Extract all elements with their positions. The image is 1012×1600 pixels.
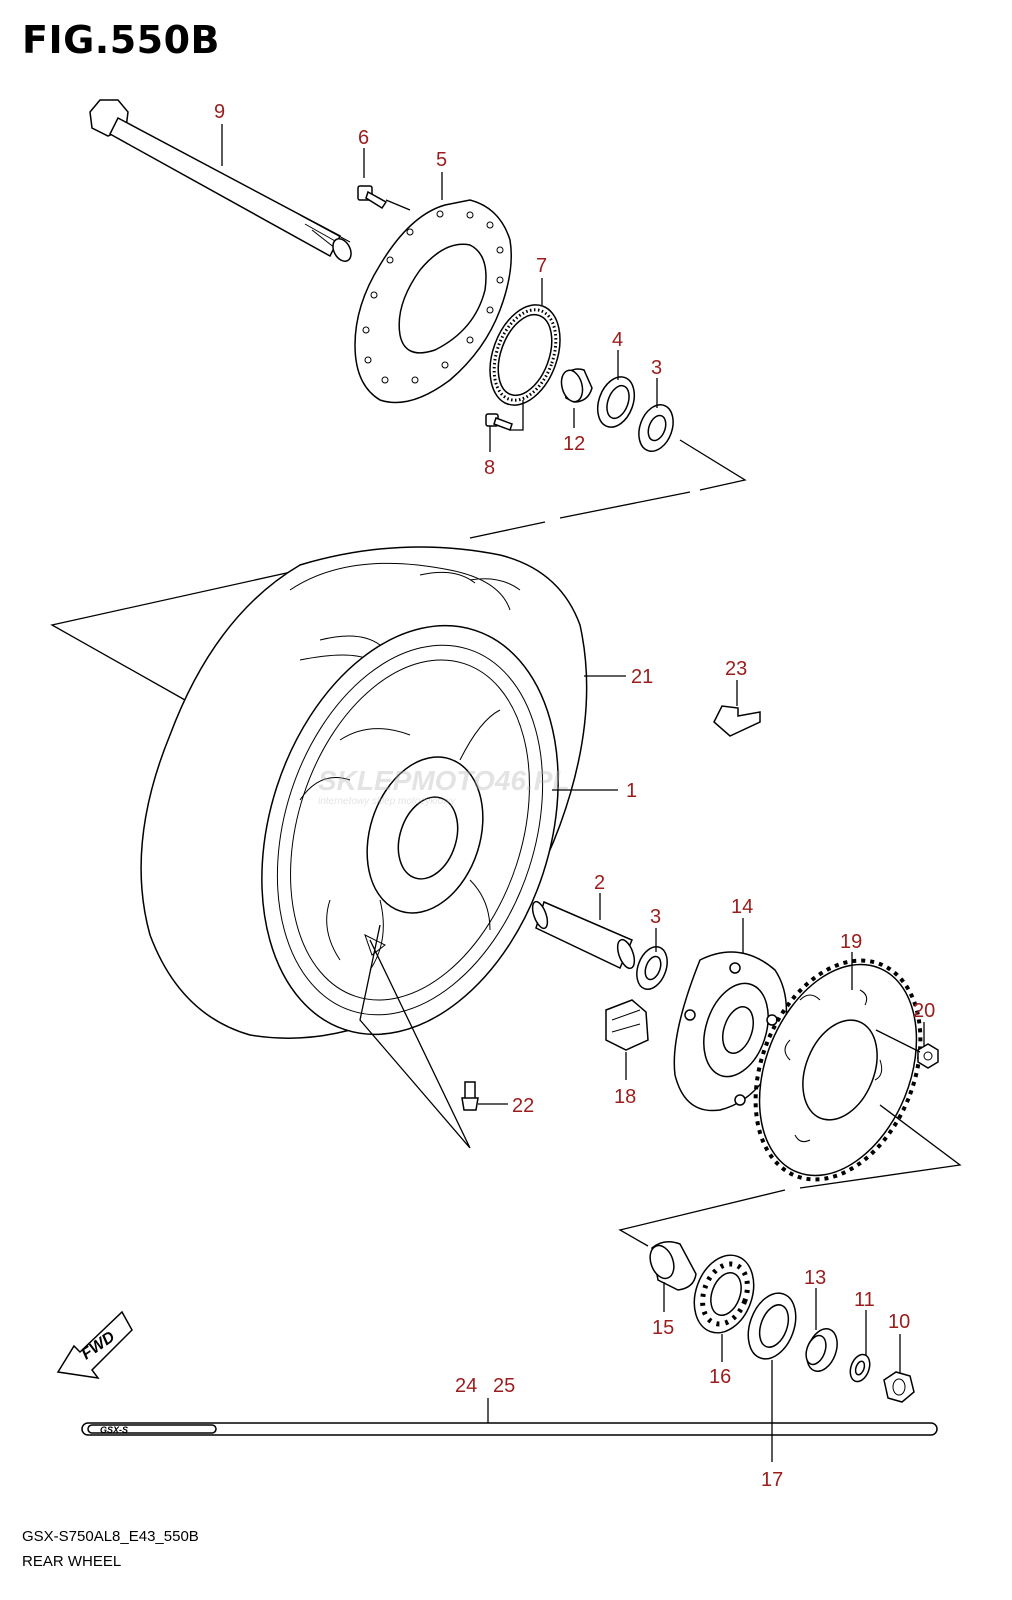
oil-seal[interactable] [591, 372, 641, 432]
callout-21[interactable]: 21 [631, 666, 653, 688]
leader-lines [221, 124, 925, 1462]
abs-sensor-ring[interactable] [477, 295, 573, 415]
wheel-damper[interactable] [605, 999, 649, 1051]
decal-text: GSX-S [100, 1425, 128, 1435]
watermark-main: SKLEPMOTO46.PL [318, 765, 570, 796]
callout-18[interactable]: 18 [614, 1086, 636, 1108]
watermark-tagline: internetowy sklep motocyklowy [318, 796, 456, 807]
watermark: SKLEPMOTO46.PL internetowy sklep motocyk… [318, 765, 570, 807]
callout-11[interactable]: 11 [854, 1289, 875, 1311]
callout-5[interactable]: 5 [436, 149, 447, 171]
balance-weight[interactable] [713, 705, 761, 737]
axle-washer[interactable] [847, 1352, 873, 1384]
callout-12[interactable]: 12 [563, 433, 585, 455]
callout-20[interactable]: 20 [913, 1000, 935, 1022]
rear-axle[interactable] [89, 99, 355, 264]
rear-wheel-assembly[interactable] [140, 546, 608, 1073]
sprocket-nut[interactable] [917, 1043, 939, 1069]
callout-4[interactable]: 4 [612, 329, 623, 351]
disc-bolt[interactable] [357, 185, 388, 210]
figure-title: FIG.550B [22, 18, 221, 62]
callout-8[interactable]: 8 [484, 457, 495, 479]
section-name: REAR WHEEL [22, 1553, 122, 1570]
callout-2[interactable]: 2 [594, 872, 605, 894]
callout-23[interactable]: 23 [725, 658, 747, 680]
sprocket-outer-spacer[interactable] [801, 1325, 842, 1376]
callout-1[interactable]: 1 [626, 780, 637, 802]
callout-14[interactable]: 14 [731, 896, 753, 918]
callout-13[interactable]: 13 [804, 1267, 826, 1289]
callout-9[interactable]: 9 [214, 101, 225, 123]
rim-decal-strip[interactable]: GSX-S [81, 1422, 938, 1436]
wheel-bearing-right[interactable] [631, 943, 672, 994]
sprocket-oil-seal[interactable] [740, 1287, 805, 1366]
callout-16[interactable]: 16 [709, 1366, 731, 1388]
callout-6[interactable]: 6 [358, 127, 369, 149]
spacer[interactable] [558, 368, 593, 404]
axle-nut[interactable] [883, 1371, 915, 1403]
brake-disc[interactable] [354, 199, 512, 404]
callout-15[interactable]: 15 [652, 1317, 674, 1339]
callout-17[interactable]: 17 [761, 1469, 783, 1491]
callout-3-middle[interactable]: 3 [650, 906, 661, 928]
callout-19[interactable]: 19 [840, 931, 862, 953]
forward-direction-arrow: FWD [56, 1310, 133, 1380]
sprocket-bearing[interactable] [684, 1247, 764, 1341]
wheel-bearing-left[interactable] [633, 400, 679, 456]
callout-3-top[interactable]: 3 [651, 357, 662, 379]
callout-10[interactable]: 10 [888, 1311, 910, 1333]
rear-sprocket[interactable] [725, 936, 951, 1204]
axle-spacer-tube[interactable] [530, 900, 638, 971]
model-code: GSX-S750AL8_E43_550B [22, 1528, 199, 1545]
callout-22[interactable]: 22 [512, 1095, 534, 1117]
callout-7[interactable]: 7 [536, 255, 547, 277]
callout-25[interactable]: 25 [493, 1375, 515, 1397]
sprocket-spacer[interactable] [646, 1241, 697, 1291]
tire-valve[interactable] [461, 1081, 479, 1111]
callout-24[interactable]: 24 [455, 1375, 477, 1397]
